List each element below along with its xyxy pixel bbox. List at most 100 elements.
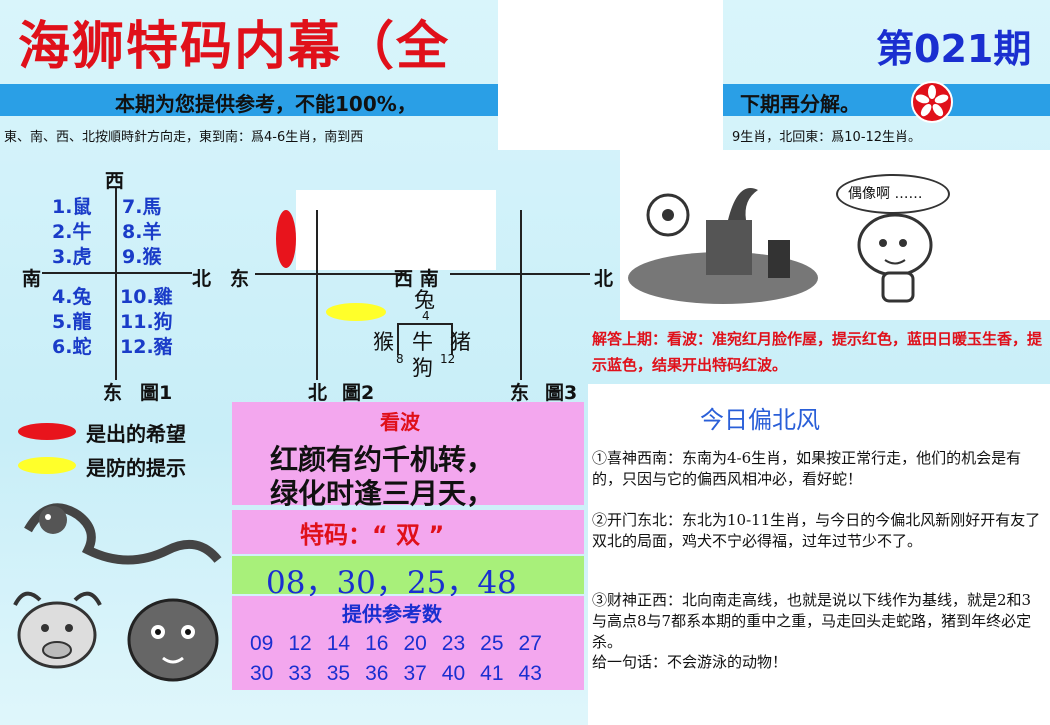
- ref-numbers-row-1: 09 12 14 16 20 23 25 27: [250, 632, 542, 656]
- hk-emblem-icon: [911, 81, 953, 123]
- fig1-horizontal-axis: [42, 272, 192, 274]
- fig2-north-label: 北: [308, 382, 328, 404]
- fig1-zodiac-bottom-left: 4.兔 5.龍 6.蛇: [52, 285, 91, 360]
- kanbo-panel: [232, 402, 584, 505]
- zodiac-item: 1.鼠: [52, 196, 92, 218]
- paragraph-2: ②开门东北：东北为10-11生肖，与今日的今偏北风新刚好开有友了双北的局面，鸡犬…: [592, 511, 1041, 550]
- ref-number: 12: [288, 632, 312, 655]
- ref-number: 43: [518, 662, 542, 685]
- yellow-oval-marker: [326, 303, 386, 321]
- fig2-left-number: 8: [396, 352, 404, 366]
- cartoon-figures-icon: [628, 188, 818, 304]
- fig3-horizontal-axis: [450, 273, 590, 275]
- red-oval-marker: [276, 210, 296, 268]
- banner-left: [0, 84, 498, 116]
- fig2-white-patch: [296, 190, 496, 270]
- kanbo-label: 看波: [380, 410, 420, 434]
- zodiac-item: 8.羊: [122, 221, 162, 243]
- fig2-west-south-label: 西 南: [394, 268, 439, 290]
- zodiac-item: 2.牛: [52, 221, 92, 243]
- legend-red-text: 是出的希望: [86, 422, 186, 446]
- fig2-horizontal-axis: [255, 273, 405, 275]
- fig2-top-number: 4: [422, 309, 430, 323]
- fig1-zodiac-top-right: 7.馬 8.羊 9.猴: [122, 195, 161, 270]
- fig1-zodiac-top-left: 1.鼠 2.牛 3.虎: [52, 195, 91, 270]
- zodiac-item: 3.虎: [52, 246, 92, 268]
- wind-heading: 今日偏北风: [700, 406, 820, 434]
- zodiac-item: 7.馬: [122, 196, 162, 218]
- right-text-panel: [588, 384, 1050, 725]
- ref-numbers-row-2: 30 33 35 36 37 40 41 43: [250, 662, 542, 686]
- zodiac-item: 6.蛇: [52, 336, 92, 358]
- fig1-vertical-axis: [115, 188, 117, 380]
- fig2-right-animal: 猪: [450, 330, 471, 354]
- zodiac-item: 4.兔: [52, 286, 92, 308]
- banner-right-text: 下期再分解。: [740, 92, 860, 116]
- fig2-right-number: 12: [440, 352, 456, 366]
- tema-label: 特码：“ 双 ”: [300, 521, 445, 549]
- fig3-bottom-label: 东: [510, 382, 530, 404]
- poem-line-1: 红颜有约千机转，: [270, 443, 495, 476]
- dragon-icon: [24, 503, 222, 565]
- ref-number: 30: [250, 662, 274, 685]
- rule-text-left: 東、南、西、北按順時針方向走，東到南：爲4-6生肖，南到西: [4, 130, 364, 145]
- ref-number: 37: [403, 662, 427, 685]
- fig1-south-label: 东: [103, 382, 123, 404]
- banner-left-text: 本期为您提供参考，不能100%，: [115, 92, 417, 116]
- ox-icon: [13, 591, 102, 669]
- ref-number: 40: [441, 662, 466, 685]
- ref-number: 16: [365, 632, 389, 655]
- poem-line-2: 绿化时逢三月天，: [270, 477, 495, 510]
- ref-number: 20: [403, 632, 427, 655]
- rule-text-right: 9生肖，北回東：爲10-12生肖。: [732, 130, 922, 145]
- fig3-vertical-axis: [520, 210, 522, 380]
- fig3-north-label: 北: [594, 268, 614, 290]
- zodiac-item: 11.狗: [120, 311, 173, 333]
- ref-number: 25: [480, 632, 504, 655]
- zodiac-item: 12.豬: [120, 336, 173, 358]
- main-numbers-panel: [232, 556, 584, 594]
- fig1-zodiac-bottom-right: 10.雞 11.狗 12.豬: [120, 285, 173, 360]
- issue-number: 第021期: [876, 27, 1032, 71]
- fig2-center-animal: 牛: [412, 330, 433, 354]
- main-numbers: 08，30，25，48: [266, 565, 517, 601]
- legend-yellow-oval: [18, 457, 76, 474]
- fig1-north-label: 西: [105, 170, 125, 192]
- cartoon-boy-icon: [857, 213, 933, 303]
- fig2-top-animal: 兔: [414, 288, 435, 312]
- fig2-bottom-animal: 狗: [412, 356, 433, 380]
- fig1-east-label: 北: [192, 268, 212, 290]
- header-gap: [498, 0, 723, 150]
- last-issue-answer: 解答上期：看波：准宛红月脸作屋，提示红色，蓝田日暖玉生香，提示蓝色，结果开出特码…: [592, 330, 1043, 374]
- ref-numbers-label: 提供参考数: [342, 602, 442, 626]
- legend-yellow-text: 是防的提示: [86, 456, 186, 480]
- fig1-caption: 圖1: [140, 382, 173, 404]
- zodiac-item: 9.猴: [122, 246, 162, 268]
- ref-number: 09: [250, 632, 274, 655]
- fig1-west-label: 南: [22, 268, 42, 290]
- speech-bubble: [836, 174, 950, 214]
- paragraph-4: 给一句话：不会游泳的动物！: [592, 653, 788, 671]
- ref-number: 27: [518, 632, 542, 655]
- ref-numbers-panel: [232, 596, 584, 690]
- fig2-vertical-axis: [316, 210, 318, 380]
- tema-panel: [232, 510, 584, 554]
- zodiac-item: 10.雞: [120, 286, 173, 308]
- page-title: 海狮特码内幕（全: [18, 16, 451, 77]
- fig2-caption: 圖2: [342, 382, 375, 404]
- fig3-caption: 圖3: [545, 382, 578, 404]
- ref-number: 23: [441, 632, 466, 655]
- legend-red-oval: [18, 423, 76, 440]
- zodiac-item: 5.龍: [52, 311, 92, 333]
- banner-right: [723, 84, 1050, 116]
- fig2-left-animal: 猴: [373, 330, 394, 354]
- paragraph-1: ①喜神西南：东南为4-6生肖，如果按正常行走，他们的机会是有的，只因与它的偏西风…: [592, 449, 1022, 488]
- fig2-bracket: [397, 323, 453, 355]
- ref-number: 36: [365, 662, 389, 685]
- tiger-icon: [127, 598, 219, 682]
- ref-number: 33: [288, 662, 312, 685]
- ref-number: 35: [326, 662, 351, 685]
- ref-number: 41: [480, 662, 504, 685]
- fig2-east-label: 东: [230, 268, 250, 290]
- paragraph-3: ③财神正西：北向南走高线，也就是说以下线作为基线，就是2和3与高点8与7都系本期…: [592, 591, 1032, 651]
